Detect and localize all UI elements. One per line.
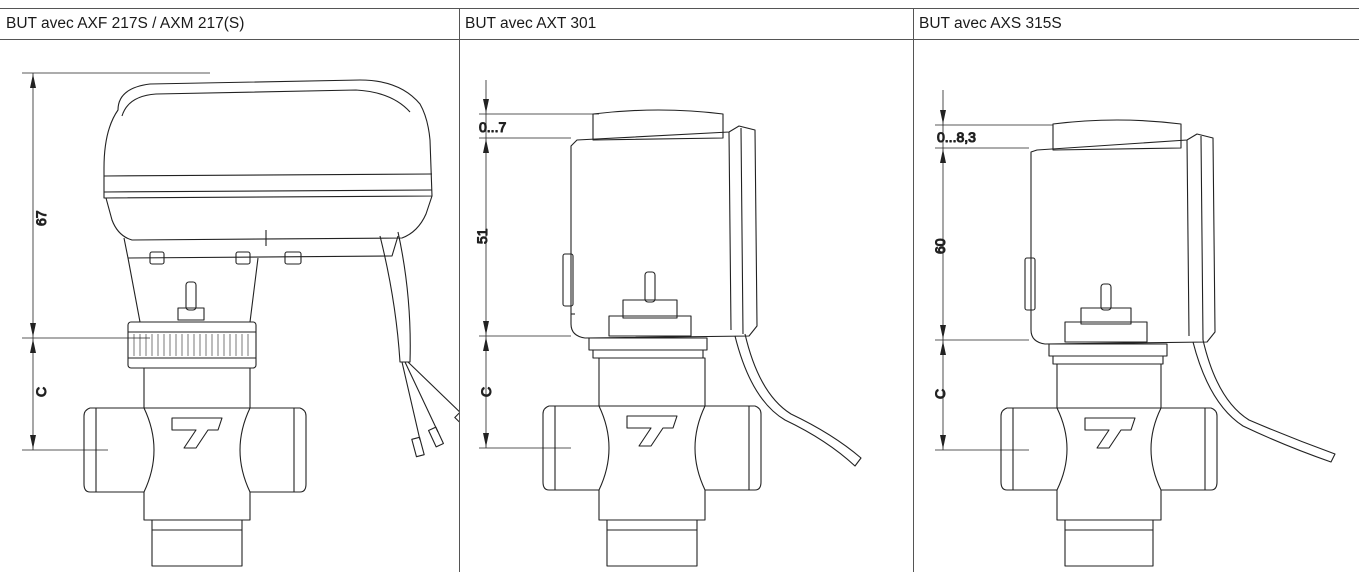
dim-actuator-height: 67	[33, 210, 49, 226]
valve-with-axt-actuator-drawing: 0...7 51 C	[473, 80, 862, 567]
dim-valve-c: C	[932, 389, 948, 399]
valve-stem	[608, 271, 692, 337]
actuator-body	[103, 79, 433, 265]
panel-title: BUT avec AXT 301	[465, 15, 597, 32]
dim-actuator-height: 51	[474, 228, 490, 244]
valve-body	[1000, 363, 1218, 567]
dimension-lines	[22, 72, 210, 451]
valve-with-axf-actuator-drawing: 67 C	[22, 72, 474, 567]
column-separator	[459, 8, 460, 572]
coupling-nut	[127, 321, 257, 369]
dim-stroke: 0...7	[479, 119, 506, 135]
panel-axt: BUT avec AXT 301 0...7 51 C	[459, 0, 913, 572]
panel-title: BUT avec AXS 315S	[919, 15, 1062, 32]
cable	[734, 333, 862, 467]
dim-valve-c: C	[33, 387, 49, 397]
valve-stem	[177, 281, 205, 321]
dim-stroke: 0...8,3	[937, 129, 976, 145]
cable	[1192, 339, 1336, 463]
dim-actuator-height: 60	[932, 238, 948, 254]
valve-body	[542, 357, 762, 567]
coupling-nut	[1048, 343, 1168, 365]
coupling-nut	[588, 337, 708, 359]
table-header-rule	[0, 39, 1359, 40]
actuator-body	[562, 109, 758, 339]
panel-title: BUT avec AXF 217S / AXM 217(S)	[6, 15, 245, 32]
panel-axs: BUT avec AXS 315S 0...8,3 60 C	[913, 0, 1359, 572]
panel-axf-axm: BUT avec AXF 217S / AXM 217(S) 67 C	[0, 0, 474, 572]
valve-stem	[1064, 283, 1148, 343]
actuator-neck	[127, 257, 259, 323]
cable	[379, 231, 474, 458]
valve-body	[83, 367, 307, 567]
dimension-lines	[479, 80, 599, 449]
dim-valve-c: C	[478, 387, 494, 397]
valve-with-axs-actuator-drawing: 0...8,3 60 C	[931, 90, 1336, 567]
column-separator	[913, 8, 914, 572]
table-top-rule	[0, 8, 1359, 9]
actuator-body	[1024, 119, 1216, 345]
